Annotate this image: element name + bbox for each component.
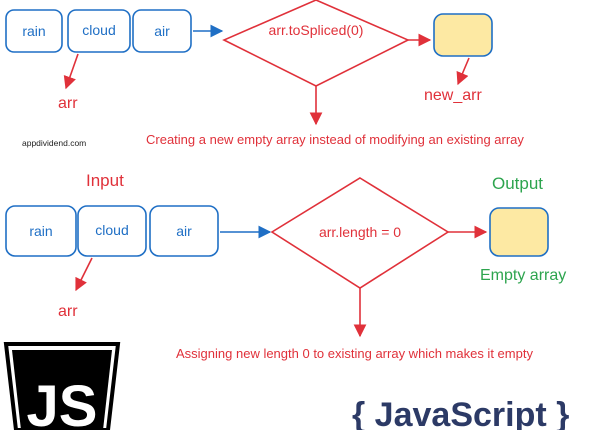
bottom-array-item-rain: rain [29,223,52,239]
top-caption: Creating a new empty array instead of mo… [146,132,524,147]
bottom-output-empty-array [489,207,549,257]
top-output-label: new_arr [424,87,482,104]
top-arr-pointer-arrow [63,53,79,90]
bottom-array-item-cloud: cloud [95,222,128,238]
watermark: appdividend.com [22,138,86,148]
top-output-empty-array [433,13,493,57]
top-arr-label: arr [58,95,78,112]
bottom-array-box-cloud [77,205,147,257]
javascript-wordmark: { JavaScript } [352,396,569,430]
bottom-operation-label: arr.length = 0 [319,224,401,240]
output-caption: Empty array [480,267,566,284]
top-array-item-air: air [154,23,170,39]
js-badge-text: JS [27,374,98,430]
bottom-input-array: rain cloud air [5,205,219,257]
top-input-array: rain cloud air [5,9,192,53]
top-operation-label: arr.toSpliced(0) [269,22,364,38]
top-array-box-cloud [67,9,131,53]
bottom-array-box-air [149,205,219,257]
bottom-array-item-air: air [176,223,192,239]
bottom-caption: Assigning new length 0 to existing array… [176,346,533,361]
top-array-box-air [132,9,192,53]
top-array-item-rain: rain [22,23,45,39]
bottom-arr-pointer-arrow [75,257,93,292]
top-new-arr-pointer-arrow [456,57,470,86]
top-array-box-rain [5,9,63,53]
js-shield-logo: JS [3,342,121,430]
input-heading: Input [86,171,124,190]
top-operation-diamond [222,0,410,87]
top-array-item-cloud: cloud [82,22,115,38]
bottom-array-box-rain [5,205,77,257]
bottom-arr-label: arr [58,303,78,320]
output-heading: Output [492,174,543,193]
